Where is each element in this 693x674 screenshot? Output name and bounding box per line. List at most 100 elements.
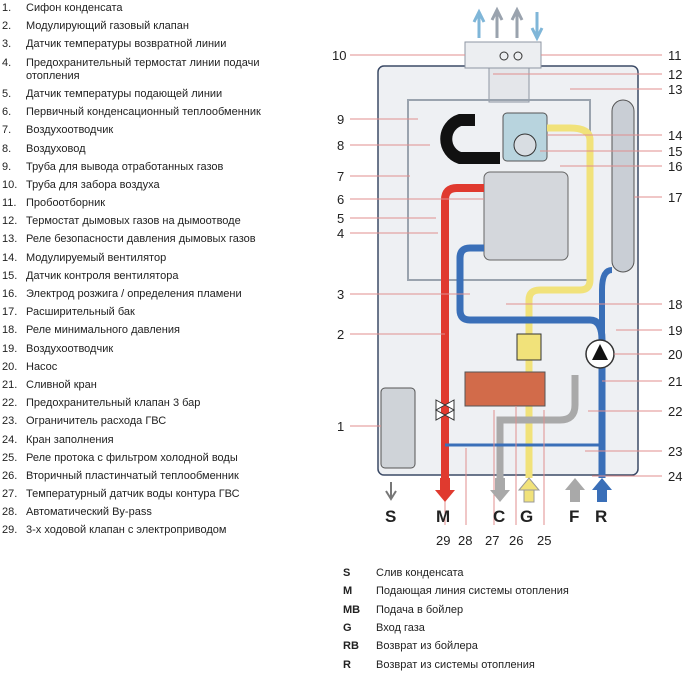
callout-left: 4 bbox=[337, 226, 344, 241]
callout-right: 14 bbox=[668, 128, 682, 143]
legend-text: Сливной кран bbox=[26, 378, 97, 391]
legend-text: Предохранительный термостат линии подачи… bbox=[26, 56, 260, 82]
callout-right: 15 bbox=[668, 144, 682, 159]
legend-item: 8.Воздуховод bbox=[2, 143, 302, 156]
abbreviation-row: G Вход газа bbox=[343, 619, 569, 637]
legend-text: Датчик температуры подающей линии bbox=[26, 87, 223, 100]
abbreviation-key: R bbox=[343, 658, 351, 671]
return-tank-pipe bbox=[599, 267, 613, 340]
supply-pipe bbox=[441, 184, 484, 478]
three-way-valve bbox=[434, 399, 456, 421]
legend-number: 1. bbox=[2, 2, 12, 14]
gas-pipe bbox=[525, 124, 594, 478]
legend-text: Расширительный бак bbox=[26, 306, 135, 319]
legend-number: 20. bbox=[2, 360, 18, 373]
legend-number: 27. bbox=[2, 488, 18, 501]
legend-text: Воздухоотводчик bbox=[26, 124, 114, 137]
legend-number: 8. bbox=[2, 142, 12, 155]
abbreviation-row: R Возврат из системы отопления bbox=[343, 655, 569, 673]
legend-text: Труба для забора воздуха bbox=[26, 178, 160, 191]
legend-number: 11. bbox=[2, 197, 17, 210]
legend-item: 25. Реле протока с фильтром холодной воды bbox=[2, 452, 302, 465]
legend-item: 17. Расширительный бак bbox=[2, 306, 302, 319]
air-duct bbox=[440, 114, 500, 164]
legend-item: 18.Реле минимального давления bbox=[2, 324, 302, 337]
legend-item: 12.Термостат дымовых газов на дымоотводе bbox=[2, 215, 302, 228]
port-label: F bbox=[569, 507, 579, 526]
legend-text: Ограничитель расхода ГВС bbox=[26, 415, 167, 428]
legend-item: 29.3-х ходовой клапан с электроприводом bbox=[2, 524, 302, 537]
callout-right: 21 bbox=[668, 374, 682, 389]
legend-number: 16. bbox=[2, 288, 18, 300]
legend-text: Реле протока с фильтром холодной воды bbox=[26, 451, 238, 464]
legend-number: 26. bbox=[2, 469, 18, 482]
callout-right: 20 bbox=[668, 347, 682, 362]
callout-left: 1 bbox=[337, 419, 344, 434]
callout-right: 18 bbox=[668, 297, 682, 312]
legend-item: 20.Насос bbox=[2, 361, 302, 374]
legend-number: 3. bbox=[2, 38, 12, 51]
legend-text: Пробоотборник bbox=[26, 197, 106, 210]
legend-text: Предохранительный клапан 3 бар bbox=[26, 397, 201, 410]
abbreviation-text: Возврат из системы отопления bbox=[376, 658, 535, 671]
legend-number: 2. bbox=[2, 20, 12, 33]
callout-left: 10 bbox=[332, 48, 346, 63]
port-label: C bbox=[493, 507, 505, 526]
legend-item: 23. Ограничитель расхода ГВС bbox=[2, 415, 302, 428]
legend-text: 3-х ходовой клапан с электроприводом bbox=[26, 524, 227, 537]
legend-number: 10. bbox=[2, 178, 18, 191]
condensate-siphon bbox=[380, 387, 416, 469]
legend-number: 5. bbox=[2, 87, 12, 100]
legend-item: 11. Пробоотборник bbox=[2, 197, 302, 210]
abbreviation-text: Слив конденсата bbox=[376, 567, 464, 580]
abbreviation-text: Подающая линия системы отопления bbox=[376, 585, 569, 598]
callout-right: 19 bbox=[668, 323, 682, 338]
abbreviation-key: G bbox=[343, 622, 352, 635]
legend-number: 7. bbox=[2, 124, 12, 137]
primary-heat-exchanger bbox=[483, 171, 569, 261]
legend-item: 6.Первичный конденсационный теплообменни… bbox=[2, 106, 302, 119]
abbreviation-key: RB bbox=[343, 640, 359, 653]
legend-number: 25. bbox=[2, 451, 18, 464]
legend-number: 13. bbox=[2, 233, 18, 246]
abbreviation-key: M bbox=[343, 585, 353, 598]
callout-left: 7 bbox=[337, 169, 344, 184]
legend-text: Датчик температуры возвратной линии bbox=[26, 38, 227, 51]
callout-labels-left: 10 9 8 7 6 5 4 3 2 1 bbox=[332, 48, 346, 434]
callout-labels-right: 11 12 13 14 15 16 17 18 19 20 21 22 23 2… bbox=[668, 48, 682, 484]
legend-number: 14. bbox=[2, 251, 18, 264]
legend-text: Автоматический By-pass bbox=[26, 506, 152, 519]
port-label: M bbox=[436, 507, 450, 526]
exhaust-arrows bbox=[472, 6, 544, 42]
legend-number: 9. bbox=[2, 160, 12, 173]
callout-labels-bottom: 29 28 27 26 25 bbox=[436, 533, 551, 548]
legend-item: 13.Реле безопасности давления дымовых га… bbox=[2, 233, 302, 246]
legend-item: 4.Предохранительный термостат линии пода… bbox=[2, 57, 302, 83]
expansion-tank bbox=[611, 99, 635, 273]
callout-bottom: 27 bbox=[485, 533, 499, 548]
legend-number: 17. bbox=[2, 306, 18, 319]
legend-item: 3. Датчик температуры возвратной линии bbox=[2, 38, 302, 51]
legend-item: 16.Электрод розжига / определения пламен… bbox=[2, 288, 302, 301]
legend-number: 15. bbox=[2, 269, 18, 282]
port-arrows bbox=[385, 477, 612, 503]
legend-text: Модулирующий газовый клапан bbox=[26, 20, 189, 33]
port-labels: S M C G F R bbox=[385, 507, 607, 526]
callout-right: 24 bbox=[668, 469, 682, 484]
legend-number: 24. bbox=[2, 433, 18, 446]
callout-right: 16 bbox=[668, 159, 682, 174]
legend-item: 14.Модулируемый вентилятор bbox=[2, 252, 302, 265]
callout-left: 6 bbox=[337, 192, 344, 207]
flue-duct bbox=[488, 67, 530, 103]
legend-item: 21.Сливной кран bbox=[2, 379, 302, 392]
legend-number: 28. bbox=[2, 506, 18, 519]
legend-number: 23. bbox=[2, 415, 18, 428]
abbreviation-text: Вход газа bbox=[376, 622, 425, 635]
callout-bottom: 29 bbox=[436, 533, 450, 548]
legend-number: 19. bbox=[2, 342, 18, 355]
